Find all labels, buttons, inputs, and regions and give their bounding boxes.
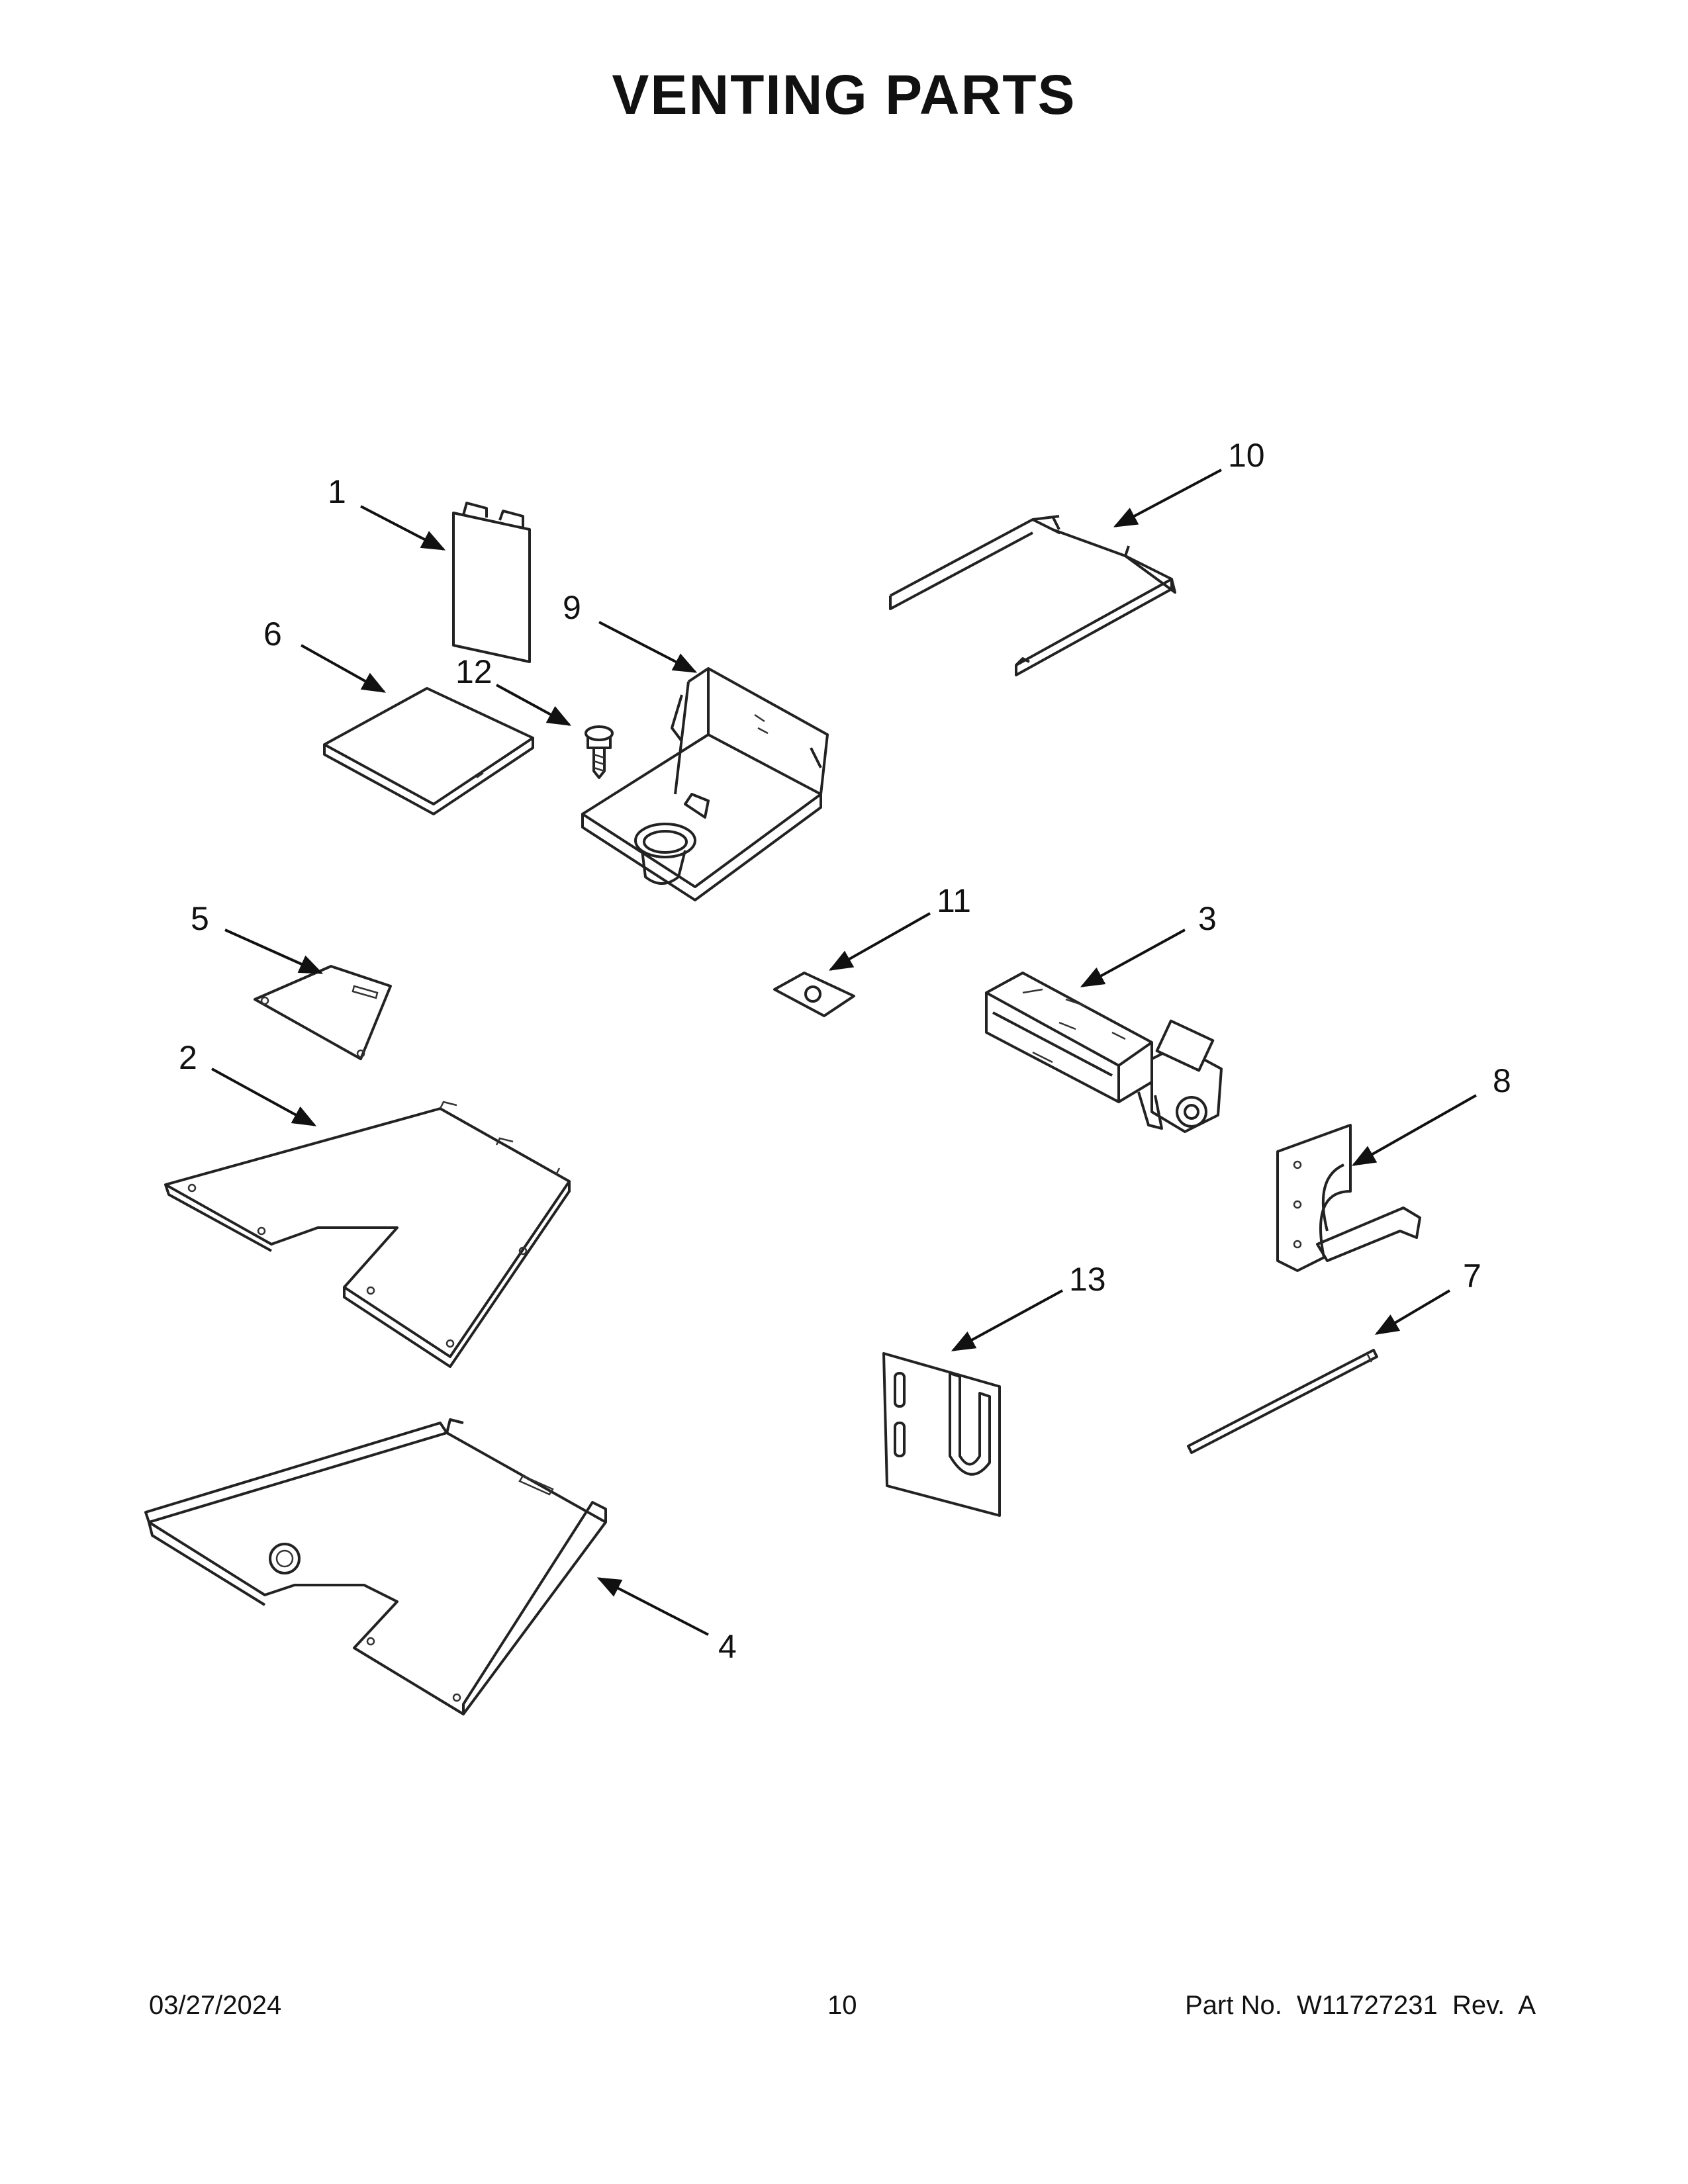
part-4-base-tray (144, 1418, 607, 1715)
part-2-bottom-plate (164, 1101, 571, 1368)
part-6-shelf (323, 687, 534, 815)
part-3-fan-motor (985, 972, 1223, 1133)
part-12-screw (585, 725, 614, 779)
footer-date: 03/27/2024 (149, 1991, 282, 2020)
part-7-rod (1187, 1349, 1378, 1454)
callout-3: 3 (1198, 900, 1217, 937)
callout-11: 11 (937, 882, 971, 919)
part-8-bracket (1276, 1124, 1421, 1272)
callout-4: 4 (718, 1628, 737, 1665)
part-13-slotted-plate (882, 1352, 1001, 1517)
callout-12: 12 (455, 653, 492, 690)
part-9-vent-housing (581, 667, 829, 901)
leader-arrows (211, 469, 1477, 1636)
callout-5: 5 (191, 900, 209, 937)
part-1-panel (452, 502, 531, 663)
callout-13: 13 (1069, 1261, 1106, 1298)
callout-10: 10 (1228, 437, 1265, 474)
callout-1: 1 (328, 473, 346, 510)
callout-8: 8 (1493, 1062, 1511, 1099)
callout-2: 2 (179, 1039, 197, 1076)
callout-6: 6 (263, 615, 282, 653)
page-title: VENTING PARTS (612, 64, 1076, 126)
footer-part-number: Part No. W11727231 Rev. A (1185, 1991, 1536, 2020)
part-10-frame (889, 515, 1176, 676)
part-5-plate (254, 965, 392, 1060)
callout-9: 9 (563, 589, 581, 626)
part-11-gasket (773, 972, 855, 1017)
callout-7: 7 (1463, 1257, 1481, 1295)
footer-page-number: 10 (827, 1991, 857, 2020)
callout-labels: 1 2 3 4 5 6 7 8 9 10 11 12 13 (179, 437, 1511, 1665)
